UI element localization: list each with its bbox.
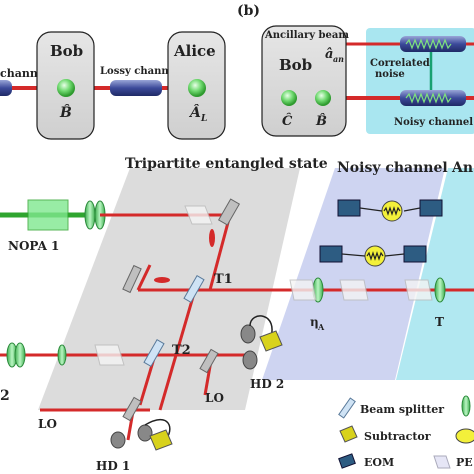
legend-subtractor: Subtractor	[364, 430, 431, 443]
legend-beam-splitter: Beam splitter	[360, 403, 444, 416]
noise-source-1	[381, 200, 403, 222]
noisy-region	[262, 168, 445, 380]
ancillary-beam-label: Ancillary beam	[264, 30, 349, 41]
noisy-fiber	[400, 90, 466, 106]
prism-5	[404, 279, 433, 301]
mirror-top	[217, 198, 241, 226]
eom-2	[319, 245, 343, 263]
noise-link-4	[384, 253, 405, 257]
panel-b: (b) Ancillary beam â an Bob Ĉ B̂ Correla…	[237, 3, 474, 137]
noise-wire-2	[341, 253, 366, 257]
subtractor-hd2	[259, 330, 283, 352]
eom-1	[337, 199, 361, 217]
eta-sub: A	[317, 322, 325, 332]
photodiode-hd2-b	[242, 350, 258, 370]
noisy-components: η A T	[289, 199, 446, 332]
correlated-label-1: Correlated	[370, 58, 430, 69]
ancillary-mode-sub: an	[333, 54, 344, 64]
legend-eom: EOM	[364, 456, 394, 469]
legend-lens-icon	[461, 395, 471, 417]
ancilla-cut-label: An	[451, 160, 473, 176]
legend-noise-icon	[455, 428, 474, 444]
bob-mode-ball	[57, 79, 75, 97]
prism-1	[184, 205, 213, 225]
noise-wave-1	[383, 206, 401, 216]
left-cut-label: 2	[0, 388, 10, 404]
mode-b-ball	[315, 90, 331, 106]
t-label: T	[435, 315, 444, 329]
bob-title-b: Bob	[279, 56, 312, 74]
lens-left-2	[14, 342, 26, 368]
bob-box-b	[261, 25, 347, 137]
photodiode-hd1-a	[110, 431, 126, 449]
mode-b-label: B̂	[315, 113, 327, 129]
beam-splitter-t2	[143, 339, 165, 367]
legend-subtractor-icon	[339, 425, 358, 443]
fiber-left-stub	[0, 80, 12, 96]
nopa-crystal	[27, 199, 69, 231]
photodiode-hd1-b	[137, 424, 153, 442]
noise-source-2	[364, 245, 386, 267]
red-lens-1	[209, 229, 215, 247]
lens-t	[434, 277, 446, 303]
noisy-channel-label-b: Noisy channel	[394, 117, 473, 128]
red-lens-2	[154, 277, 170, 283]
prism-2	[94, 344, 125, 366]
ancilla-fiber	[400, 36, 466, 52]
noise-wave-2	[366, 251, 384, 261]
ancilla-box	[366, 28, 474, 134]
legend-pe: PE	[456, 456, 473, 469]
mirror-lo-1	[199, 348, 219, 374]
legend-beam-splitter-icon	[338, 397, 356, 419]
noisy-noise-wave	[405, 92, 452, 104]
panel-a: channel Bob B̂ Lossy channel Alice Â L	[0, 31, 226, 140]
alice-mode-label: Â	[188, 103, 201, 121]
bob-title: Bob	[50, 42, 83, 60]
eom-4	[403, 245, 427, 263]
t2-label: T2	[172, 343, 191, 358]
prism-4	[339, 279, 369, 301]
photodiode-hd2-a	[240, 324, 256, 344]
mirror-lo-2	[122, 396, 142, 422]
hd1-label: HD 1	[96, 459, 130, 473]
alice-title: Alice	[173, 42, 216, 60]
nopa-label: NOPA 1	[8, 239, 59, 253]
nopa-mirror-1	[84, 200, 96, 230]
mirror-left	[122, 264, 142, 294]
lens-mid-1	[57, 344, 67, 366]
ancilla-region	[396, 168, 474, 380]
eta-label: η	[310, 315, 319, 329]
bob-mode-label: B̂	[59, 103, 72, 121]
lossy-channel-label: Lossy channel	[100, 66, 179, 77]
noisy-channel-label: Noisy channel	[337, 160, 448, 176]
setup: Tripartite entangled state Noisy channel…	[0, 156, 474, 473]
ancillary-mode: â	[325, 47, 333, 62]
beam-splitter-t1	[183, 275, 205, 303]
subtractor-hd1	[149, 429, 173, 451]
t1-label: T1	[214, 272, 233, 287]
ancilla-noise-wave	[405, 38, 452, 50]
correlated-label-2: noise	[375, 69, 405, 80]
legend-pe-icon	[433, 455, 451, 469]
mode-c-label: Ĉ	[282, 112, 293, 129]
mode-c-ball	[281, 90, 297, 106]
panel-b-tag: (b)	[237, 3, 260, 19]
lossy-fiber	[110, 80, 162, 96]
prism-3	[289, 279, 317, 301]
eom-3	[419, 199, 443, 217]
lo-label-2: LO	[205, 391, 224, 405]
lo-label-1: LO	[38, 417, 57, 431]
noise-link-3	[403, 207, 421, 212]
noise-wire-1	[359, 207, 383, 212]
alice-mode-sub: L	[200, 114, 207, 124]
legend-eom-icon	[338, 453, 356, 469]
legend: Beam splitter Subtractor EOM PE	[338, 395, 474, 469]
tripartite-label: Tripartite entangled state	[125, 156, 328, 172]
alice-mode-ball	[188, 79, 206, 97]
hd2-label: HD 2	[250, 377, 284, 391]
